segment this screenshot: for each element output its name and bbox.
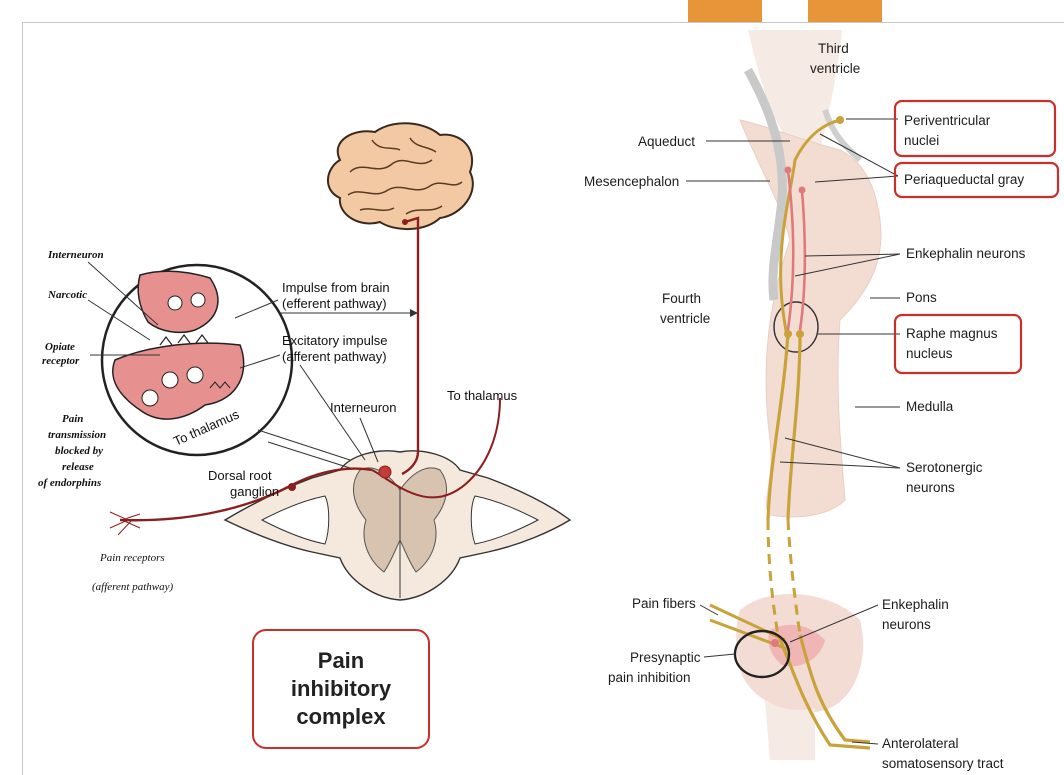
pain-blocked-label: Pain transmission blocked by release of … [38, 413, 109, 489]
afferent-pathway-label: (afferent pathway) [92, 581, 173, 593]
pons-label: Pons [906, 290, 937, 305]
pain-inhibitory-complex-callout: Pain inhibitory complex [252, 629, 430, 749]
callout-text: Pain inhibitory complex [291, 647, 391, 731]
impulse-brain-label: Impulse from brain(efferent pathway) [282, 280, 390, 311]
periaqueductal-label: Periaqueductal gray [904, 172, 1024, 187]
medulla-label: Medulla [906, 399, 954, 414]
mesencephalon-label: Mesencephalon [584, 174, 679, 189]
interneuron-inset-label: Interneuron [47, 249, 104, 261]
spinal-cord-cross-section [225, 451, 570, 600]
excitatory-impulse-label: Excitatory impulse(afferent pathway) [282, 333, 387, 364]
brain-illustration [328, 123, 473, 229]
pain-receptors-label: Pain receptors [99, 552, 165, 564]
to-thalamus-label: To thalamus [447, 388, 518, 403]
narcotic-label: Narcotic [47, 289, 87, 301]
pain-fibers-label: Pain fibers [632, 596, 696, 611]
interneuron-label: Interneuron [330, 400, 397, 415]
aqueduct-label: Aqueduct [638, 134, 695, 149]
enkephalin-neurons-top-label: Enkephalin neurons [906, 246, 1026, 261]
